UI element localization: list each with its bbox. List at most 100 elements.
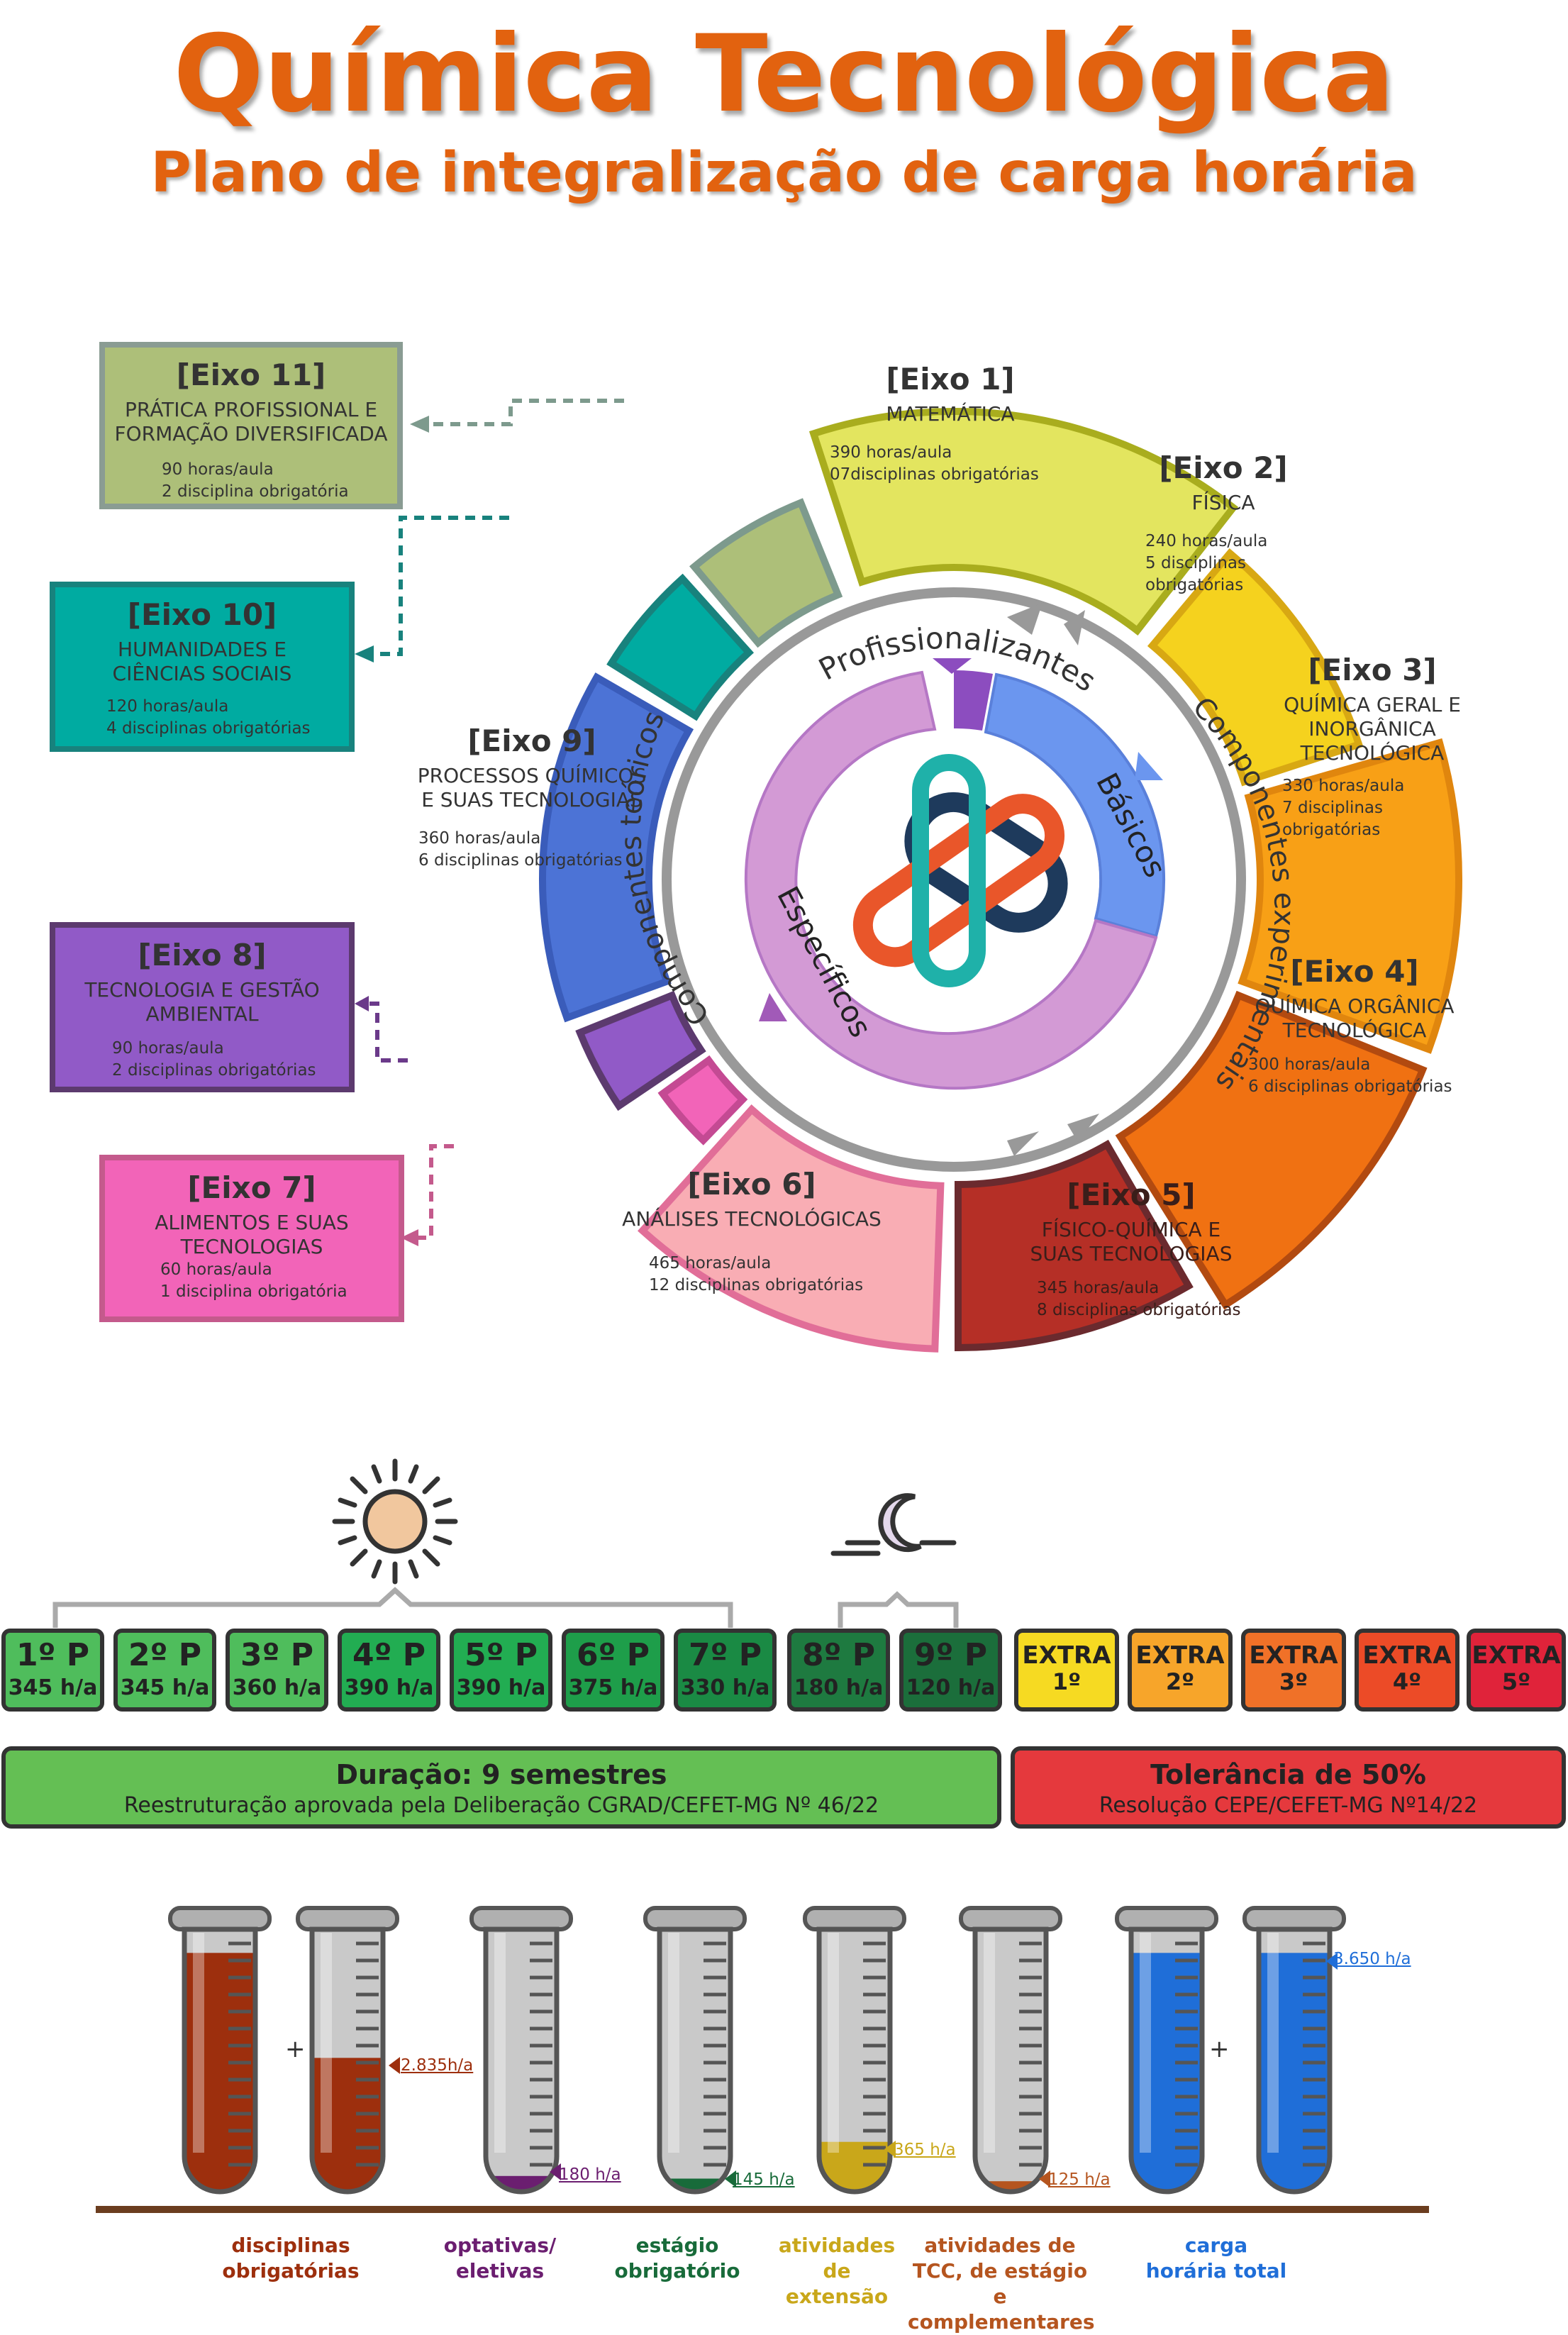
axis-title: [Eixo 4]: [1290, 954, 1419, 989]
value-pointer-icon: [1039, 2170, 1050, 2187]
tolerance-title: Tolerância de 50%: [1150, 1759, 1426, 1790]
value-pointer-icon: [725, 2170, 736, 2187]
wheel-segment-eixo5: [955, 1139, 1194, 1352]
chemistry-logo-icon: [852, 754, 1068, 987]
extra-number: 2º: [1165, 1668, 1195, 1695]
axis-eixo11: [Eixo 11] PRÁTICA PROFISSIONAL E FORMAÇÃ…: [99, 342, 403, 509]
wheel-segment-eixo7: [657, 1055, 748, 1146]
axis-subjects: 5 disciplinas obrigatórias: [1145, 554, 1246, 594]
axis-subjects: 7 disciplinas obrigatórias: [1282, 799, 1383, 839]
axis-subjects: 1 disciplina obrigatória: [160, 1282, 347, 1301]
axis-hours: 345 horas/aula: [1037, 1279, 1160, 1297]
axis-title: [Eixo 11]: [176, 357, 326, 392]
axis-eixo8: [Eixo 8] TECNOLOGIA E GESTÃO AMBIENTAL 9…: [50, 922, 355, 1092]
semester-label: 7º P: [689, 1637, 762, 1673]
axis-subjects: 6 disciplinas obrigatórias: [418, 851, 623, 870]
duration-banner: Duração: 9 semestres Reestruturação apro…: [1, 1746, 1001, 1829]
axis-eixo1: [Eixo 1] MATEMÁTICA 390 horas/aula 07disc…: [808, 362, 1092, 486]
duration-note: Reestruturação aprovada pela Deliberação…: [123, 1793, 879, 1818]
axis-subjects: 2 disciplina obrigatória: [162, 482, 349, 501]
axis-title: [Eixo 2]: [1159, 450, 1288, 485]
axis-hours: 360 horas/aula: [418, 829, 541, 848]
extra-label: EXTRA: [1135, 1641, 1225, 1670]
axis-name: MATEMÁTICA: [886, 402, 1015, 426]
semester-hours: 345 h/a: [120, 1675, 210, 1700]
axes-wheel: Componentes teóricos Componentes experim…: [355, 399, 1462, 1353]
extra-number: 5º: [1501, 1668, 1531, 1695]
axis-hours: 240 horas/aula: [1145, 532, 1268, 550]
axis-hours: 390 horas/aula: [830, 443, 952, 462]
axis-name: FÍSICO-QUÍMICA E SUAS TECNOLOGIAS: [1030, 1218, 1233, 1265]
semester-label: 6º P: [577, 1637, 650, 1673]
wheel-segment-eixo6: [638, 1104, 945, 1353]
semester-hours: 120 h/a: [906, 1675, 996, 1700]
axis-subjects: 6 disciplinas obrigatórias: [1248, 1077, 1452, 1096]
connector-eixo7: [415, 1144, 454, 1240]
page-title: Química Tecnológica: [173, 13, 1395, 136]
test-tube: [1115, 1906, 1218, 2195]
semester-hours: 390 h/a: [344, 1675, 434, 1700]
axis-name: QUÍMICA GERAL E INORGÂNICA TECNOLÓGICA: [1284, 693, 1461, 765]
axis-eixo5: [Eixo 5] FÍSICO-QUÍMICA E SUAS TECNOLOGI…: [1021, 1177, 1241, 1321]
extra-label: EXTRA: [1362, 1641, 1452, 1670]
test-tube: [959, 1906, 1062, 2195]
axis-name: QUÍMICA ORGÂNICA TECNOLÓGICA: [1255, 994, 1455, 1042]
test-tube: [803, 1906, 906, 2195]
axis-hours: 60 horas/aula: [160, 1260, 272, 1279]
extra-label: EXTRA: [1472, 1641, 1561, 1670]
wheel-segment-eixo2: [1147, 548, 1364, 787]
test-tube: [296, 1906, 399, 2195]
axis-name: HUMANIDADES E CIÊNCIAS SOCIAIS: [112, 638, 292, 685]
semester-hours: 345 h/a: [8, 1675, 98, 1700]
axis-title: [Eixo 9]: [467, 723, 596, 758]
caption-mandatory: disciplinas obrigatórias: [222, 2234, 360, 2283]
sun-icon: [332, 1458, 458, 1585]
wheel-segment-eixo10: [606, 573, 755, 721]
axis-name: PRÁTICA PROFISSIONAL E FORMAÇÃO DIVERSIF…: [114, 398, 388, 445]
page-subtitle: Plano de integralização de carga horária: [150, 141, 1418, 205]
ring-arrow-icon: [1064, 610, 1085, 645]
extra-number: 4º: [1392, 1668, 1422, 1695]
plus-sign: +: [285, 2035, 306, 2063]
extra-label: EXTRA: [1022, 1641, 1111, 1670]
caption-extension: atividades de extensão: [778, 2234, 896, 2308]
value-pointer-icon: [1326, 1953, 1338, 1970]
extra-label: EXTRA: [1249, 1641, 1338, 1670]
test-tube: [1242, 1906, 1346, 2195]
tube-value-total: 3.650 h/a: [1333, 1950, 1411, 1968]
axis-subjects: 2 disciplinas obrigatórias: [112, 1061, 316, 1080]
ring-arrow-icon: [1007, 603, 1042, 635]
axis-title: [Eixo 1]: [886, 362, 1015, 396]
axis-title: [Eixo 7]: [187, 1170, 316, 1205]
axis-subjects: 07disciplinas obrigatórias: [830, 465, 1039, 484]
axis-subjects: 8 disciplinas obrigatórias: [1037, 1301, 1241, 1319]
value-pointer-icon: [389, 2057, 400, 2074]
semester-hours: 360 h/a: [232, 1675, 322, 1700]
tube-value-activities: 125 h/a: [1048, 2170, 1111, 2189]
tube-value-optional: 180 h/a: [559, 2165, 621, 2184]
caption-activities: atividades de TCC, de estágio e compleme…: [908, 2234, 1095, 2334]
extra-number: 3º: [1279, 1668, 1308, 1695]
connector-eixo10: [369, 516, 509, 656]
tube-value-extension: 365 h/a: [894, 2141, 956, 2159]
test-tube: [643, 1906, 747, 2195]
ring-arrow-icon: [1067, 1114, 1099, 1142]
caption-internship: estágio obrigatório: [614, 2234, 740, 2283]
tube-rack: [96, 2206, 1429, 2213]
axis-eixo9: [Eixo 9] PROCESSOS QUÍMICOS E SUAS TECNO…: [411, 723, 652, 872]
